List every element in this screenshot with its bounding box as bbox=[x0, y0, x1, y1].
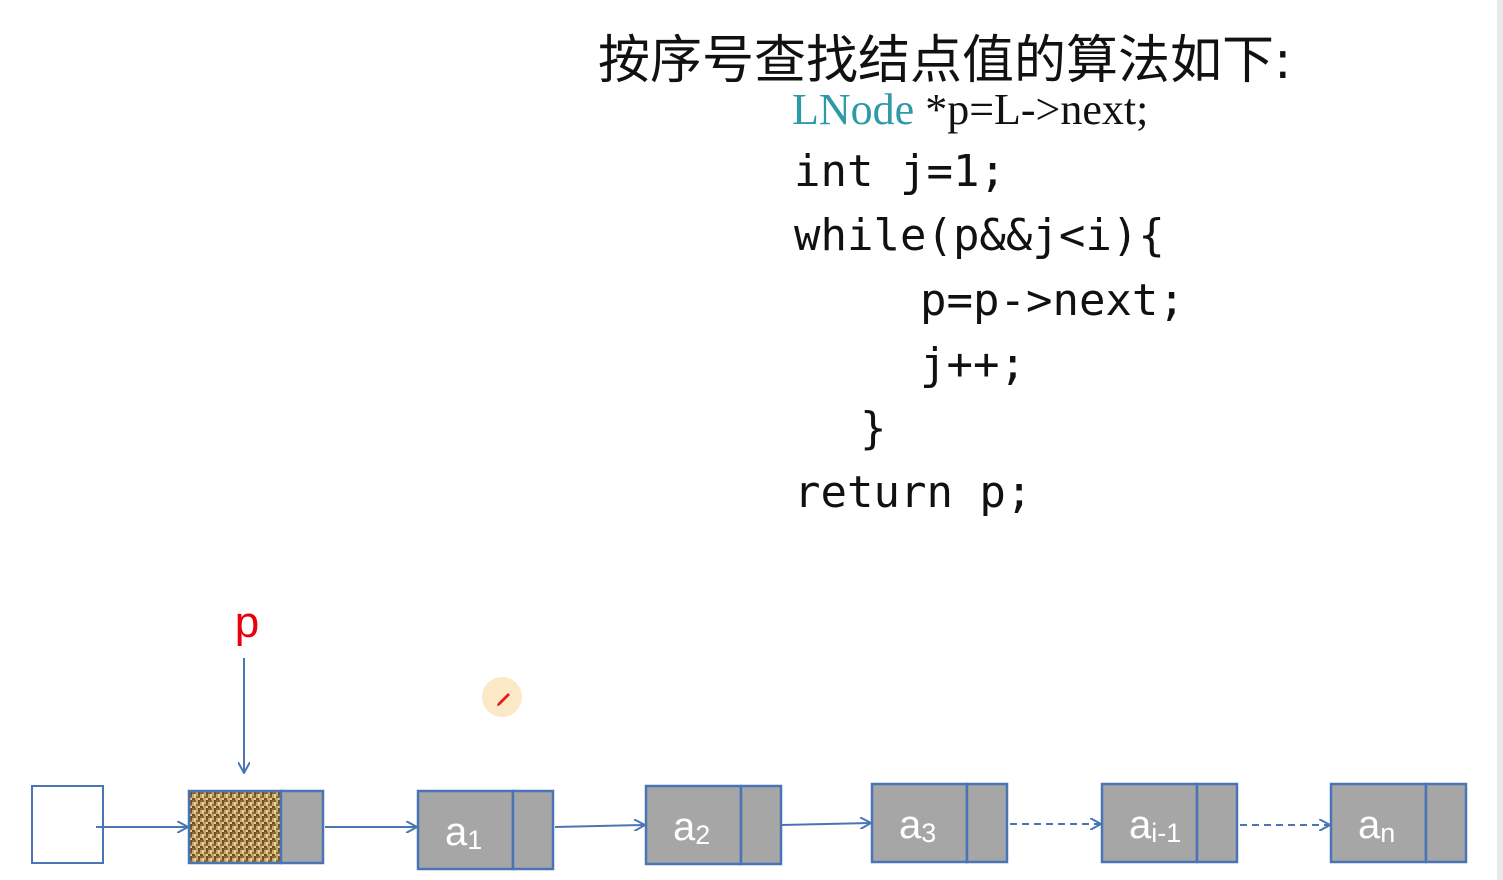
list-node: a1 bbox=[416, 789, 555, 871]
node-data-field bbox=[644, 784, 743, 866]
list-node: a3 bbox=[870, 782, 1009, 864]
node-label: an bbox=[1358, 803, 1395, 848]
head-node bbox=[187, 789, 325, 865]
node-data-field bbox=[1329, 782, 1428, 864]
code-line-1: LNode *p=L->next; bbox=[792, 88, 1148, 132]
code-line-4: p=p->next; bbox=[920, 275, 1185, 326]
node-label: a2 bbox=[673, 805, 710, 850]
node-next-field bbox=[1424, 782, 1468, 864]
node-label: ai-1 bbox=[1129, 803, 1181, 848]
list-node: an bbox=[1329, 782, 1468, 864]
list-node: ai-1 bbox=[1100, 782, 1239, 864]
node-next-field bbox=[511, 789, 555, 871]
node-next-field bbox=[1195, 782, 1239, 864]
node-next-field bbox=[739, 784, 783, 866]
node-next-field bbox=[965, 782, 1009, 864]
data-nodes: a1 a2 a3 ai-1 an bbox=[416, 782, 1468, 871]
link-arrow bbox=[554, 825, 644, 827]
slide-title: 按序号查找结点值的算法如下: bbox=[598, 31, 1292, 91]
code-type-lnode: LNode bbox=[792, 85, 915, 134]
code-line-1-rest: *p=L->next; bbox=[914, 85, 1149, 134]
link-arrow bbox=[781, 823, 870, 825]
list-node: a2 bbox=[644, 784, 783, 866]
head-pointer-box bbox=[31, 785, 104, 864]
node-label: a1 bbox=[445, 810, 482, 855]
link-arrows bbox=[96, 823, 1329, 827]
node-label: a3 bbox=[899, 803, 936, 848]
right-edge bbox=[1497, 0, 1503, 880]
code-line-6: } bbox=[860, 403, 887, 454]
code-line-7: return p; bbox=[794, 467, 1033, 518]
pointer-cursor-icon bbox=[482, 677, 522, 717]
code-line-5: j++; bbox=[920, 339, 1026, 390]
node-data-field bbox=[416, 789, 515, 871]
node-data-field bbox=[870, 782, 969, 864]
code-line-3: while(p&&j<i){ bbox=[794, 210, 1165, 261]
head-node-next bbox=[279, 789, 325, 865]
code-line-2: int j=1; bbox=[794, 146, 1006, 197]
pointer-label-p: p bbox=[235, 598, 259, 647]
head-node-data bbox=[187, 789, 283, 865]
